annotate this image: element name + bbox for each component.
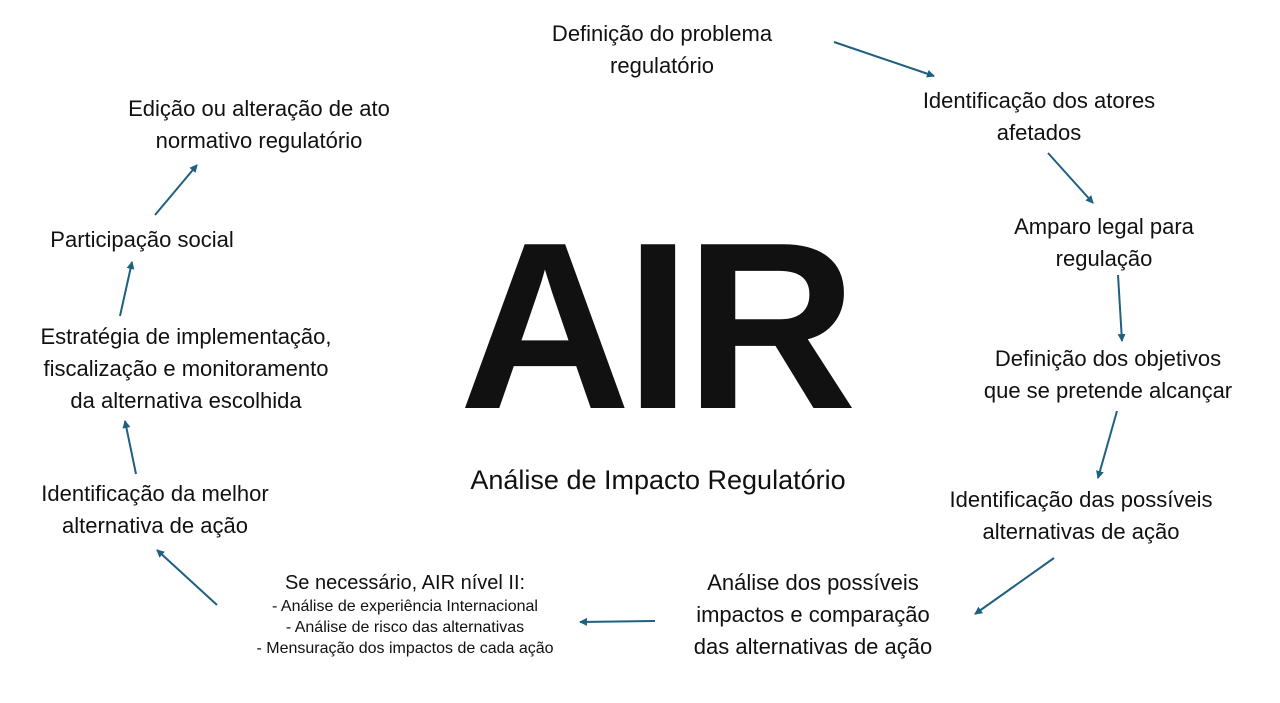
step-text: regulação — [1055, 246, 1153, 271]
arrow-2-to-3 — [1047, 152, 1094, 204]
step-impact-analysis: Análise dos possíveis impactos e compara… — [694, 567, 933, 663]
step-text: Identificação da melhor — [41, 481, 269, 506]
step-legal-basis: Amparo legal para regulação — [1014, 211, 1194, 275]
level2-item: - Análise de risco das alternativas — [285, 619, 525, 636]
arrow-9-to-10 — [119, 261, 135, 317]
step-text: das alternativas de ação — [693, 634, 933, 659]
step-text: Análise dos possíveis — [707, 570, 919, 595]
air-title: AIR — [459, 194, 857, 459]
step-air-level-2: Se necessário, AIR nível II: - Análise d… — [256, 570, 553, 659]
arrow-10-to-11 — [154, 164, 198, 216]
arrow-8-to-9 — [122, 420, 137, 475]
step-text: que se pretende alcançar — [983, 378, 1233, 403]
arrow-5-to-6 — [974, 557, 1055, 615]
step-text: Definição do problema — [551, 21, 773, 46]
level2-title: Se necessário, AIR nível II: — [284, 572, 526, 594]
step-text: Estratégia de implementação, — [40, 324, 332, 349]
step-text: da alternativa escolhida — [70, 388, 302, 413]
arrow-4-to-5 — [1096, 410, 1118, 479]
step-text: Edição ou alteração de ato — [128, 96, 390, 121]
step-best-alternative: Identificação da melhor alternativa de a… — [41, 478, 268, 542]
step-objectives: Definição dos objetivos que se pretende … — [984, 343, 1232, 407]
level2-item: - Análise de experiência Internacional — [272, 598, 538, 615]
step-text: impactos e comparação — [696, 602, 930, 627]
air-subtitle: Análise de Impacto Regulatório — [470, 465, 846, 495]
level2-item: - Mensuração dos impactos de cada ação — [256, 640, 554, 657]
step-text: regulatório — [610, 53, 714, 78]
arrow-level2-to-8 — [156, 549, 218, 606]
step-text: Identificação das possíveis — [949, 487, 1213, 512]
step-text: alternativa de ação — [62, 513, 248, 538]
step-text: Definição dos objetivos — [994, 346, 1222, 371]
step-normative-act: Edição ou alteração de ato normativo reg… — [128, 93, 390, 157]
step-text: Amparo legal para — [1014, 214, 1194, 239]
step-text: Participação social — [50, 227, 234, 252]
step-text: afetados — [996, 120, 1082, 145]
step-text: normativo regulatório — [155, 128, 363, 153]
arrow-6-to-level2 — [579, 617, 656, 626]
step-text: Identificação dos atores — [922, 88, 1156, 113]
arrow-3-to-4 — [1117, 274, 1126, 342]
arrow-1-to-2 — [833, 41, 935, 78]
step-actors: Identificação dos atores afetados — [923, 85, 1155, 149]
step-problem-definition: Definição do problema regulatório — [552, 18, 772, 82]
step-social-participation: Participação social — [50, 224, 233, 256]
step-alternatives: Identificação das possíveis alternativas… — [950, 484, 1213, 548]
step-text: fiscalização e monitoramento — [43, 356, 329, 381]
step-text: alternativas de ação — [982, 519, 1180, 544]
step-implementation-strategy: Estratégia de implementação, fiscalizaçã… — [40, 321, 331, 417]
